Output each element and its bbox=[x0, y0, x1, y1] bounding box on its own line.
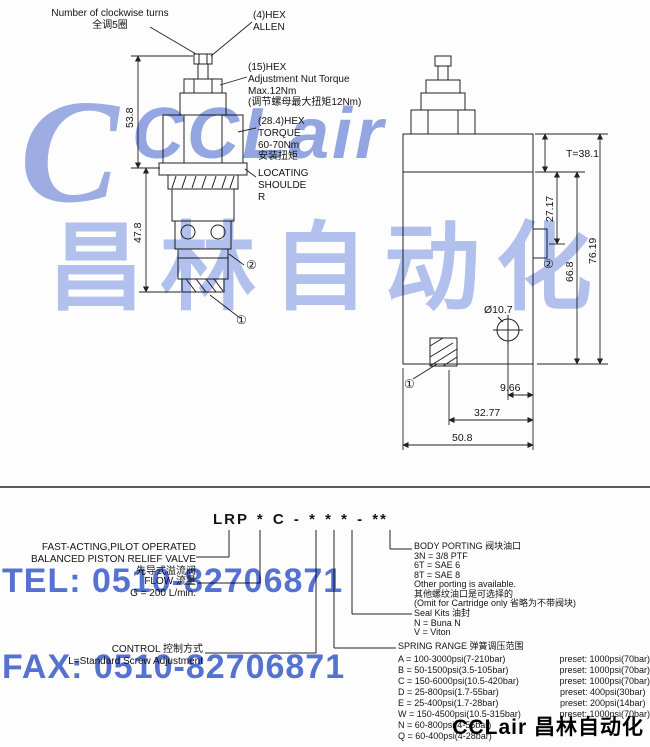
seal-kits-title: Seal Kits 油封 bbox=[414, 608, 471, 618]
body-porting-item: 其他螺纹油口是可选择的 bbox=[414, 588, 514, 599]
body-porting-title: BODY PORTING 阀块油口 bbox=[414, 541, 522, 551]
spring-range-block: SPRING RANGE 弹簧调压范围 A = 100-3000psi(7-21… bbox=[398, 641, 650, 742]
spring-range-row: E = 25-400psi(1.7-28bar) preset: 200psi(… bbox=[398, 697, 646, 708]
dim-t-38-1: T=38.1 bbox=[566, 148, 599, 160]
dim-27-17: 27.17 bbox=[544, 195, 556, 222]
clockwise-turns-note-en: Number of clockwise turns bbox=[51, 8, 169, 19]
ordering-connector-lines bbox=[196, 530, 412, 654]
spring-range-row: B = 50-1500psi(3.5-105bar) preset: 1000p… bbox=[398, 664, 650, 675]
spring-range-row: D = 25-800psi(1.7-55bar) preset: 400psi(… bbox=[398, 686, 646, 697]
spring-range-row: A = 100-3000psi(7-210bar) preset: 1000ps… bbox=[398, 653, 650, 664]
dim-47-8: 47.8 bbox=[132, 222, 144, 243]
clockwise-turns-note-cn: 全调5圈 bbox=[92, 19, 128, 31]
control-label: CONTROL 控制方式 L=Standard Screw Adjustment bbox=[68, 644, 203, 667]
valve-type-label: FAST-ACTING,PILOT OPERATED BALANCED PIST… bbox=[30, 542, 196, 577]
dim-32-77: 32.77 bbox=[474, 407, 501, 419]
body-porting-block: BODY PORTING 阀块油口 3N = 3/8 PTF 6T = SAE … bbox=[414, 541, 577, 609]
adjustment-nut-label: (15)HEX Adjustment Nut Torque Max.12Nm (… bbox=[248, 62, 362, 109]
left-valve-leaders bbox=[149, 21, 257, 319]
clockwise-turns-note: Number of clockwise turns 全调5圈 bbox=[28, 8, 192, 32]
left-valve-outline bbox=[158, 53, 248, 293]
body-porting-item: Other porting is available. bbox=[414, 579, 517, 589]
seal-kits-block: Seal Kits 油封 N = Buna N V = Viton bbox=[414, 608, 471, 638]
dim-76-19: 76.19 bbox=[587, 237, 599, 264]
dim-50-8: 50.8 bbox=[452, 432, 473, 444]
hex-allen-label: (4)HEX ALLEN bbox=[253, 10, 286, 33]
footer-brand: CCLair 昌林自动化 bbox=[452, 716, 644, 739]
left-port-2-marker: ② bbox=[246, 258, 257, 272]
dim-dia-10-7: Ø10.7 bbox=[484, 304, 513, 316]
spring-range-row: Q = 60-400psi(4-28bar) bbox=[398, 730, 492, 741]
dim-66-8: 66.8 bbox=[564, 261, 576, 282]
body-porting-item: 8T = SAE 8 bbox=[414, 569, 461, 580]
seal-kits-item: N = Buna N bbox=[414, 617, 461, 628]
spring-range-row: N = 60-800psi(4-55bar) bbox=[398, 719, 492, 730]
locating-shoulder-label: LOCATING SHOULDE R bbox=[258, 168, 309, 203]
right-port-1-marker: ① bbox=[404, 377, 415, 391]
seal-kits-item: V = Viton bbox=[414, 627, 451, 637]
left-valve-dimensions bbox=[131, 55, 193, 293]
right-port-2-marker: ② bbox=[543, 257, 554, 271]
dim-9-66: 9.66 bbox=[500, 382, 521, 394]
body-porting-item: 6T = SAE 6 bbox=[414, 560, 461, 570]
right-valve-outline bbox=[402, 55, 548, 380]
spring-range-row: C = 150-6000psi(10.5-420bar) preset: 100… bbox=[398, 675, 650, 686]
dim-53-8: 53.8 bbox=[124, 107, 136, 128]
right-valve-dimensions bbox=[402, 133, 608, 450]
left-port-1-marker: ① bbox=[236, 313, 247, 327]
spring-range-title: SPRING RANGE 弹簧调压范围 bbox=[398, 641, 524, 651]
body-porting-item: (Omit for Cartridge only 省略为不带阀块) bbox=[414, 598, 577, 608]
body-porting-item: 3N = 3/8 PTF bbox=[414, 550, 468, 561]
spring-range-row: W = 150-4500psi(10.5-315bar) preset: 100… bbox=[398, 708, 650, 719]
flow-label: FLOW 流量 G = 200 L/min. bbox=[130, 576, 196, 599]
model-code: LRP * C - * * * - ** bbox=[213, 511, 388, 528]
torque-label: (28.4)HEX TORQUE 60-70Nm 安装扭矩 bbox=[258, 116, 305, 163]
